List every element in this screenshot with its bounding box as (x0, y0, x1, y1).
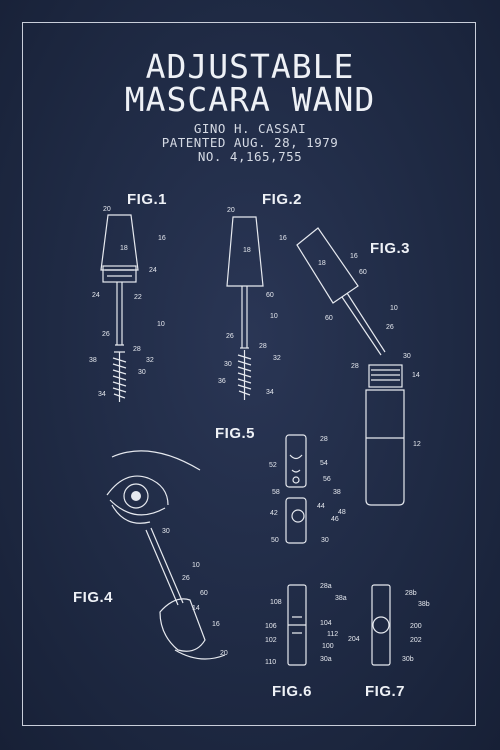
fig7-ref-202: 202 (410, 637, 422, 644)
fig5-ref-46: 46 (331, 516, 339, 523)
fig6-ref-110: 110 (265, 659, 276, 666)
fig2-ref-10: 10 (270, 313, 278, 320)
fig1-ref-16: 16 (158, 235, 166, 242)
fig4-ref-30: 30 (162, 528, 170, 535)
fig6-ref-100: 100 (322, 643, 334, 650)
fig5-label: FIG.5 (215, 425, 256, 442)
fig1-label: FIG.1 (127, 191, 168, 208)
fig7-ref-204: 204 (348, 636, 360, 643)
fig5-ref-56: 56 (323, 476, 331, 483)
fig1-ref-22: 22 (134, 294, 142, 301)
fig6-ref-102: 102 (265, 637, 277, 644)
fig7-label: FIG.7 (365, 683, 406, 700)
fig5-ref-38: 38 (333, 489, 341, 496)
fig2-ref-36: 36 (218, 378, 226, 385)
fig1-ref-26: 26 (102, 331, 110, 338)
fig2-ref-60: 60 (266, 292, 274, 299)
title-line-1: ADJUSTABLE (145, 47, 355, 86)
fig1-ref-20: 20 (103, 206, 111, 213)
fig7-ref-38b: 38b (418, 601, 430, 608)
fig5-ref-28: 28 (320, 436, 328, 443)
fig1-ref-38: 38 (89, 357, 97, 364)
fig2-ref-18: 18 (243, 247, 251, 254)
title-line-2: MASCARA WAND (124, 80, 376, 119)
fig6-ref-30a: 30a (320, 656, 332, 663)
fig6-ref-106: 106 (265, 623, 277, 630)
fig3-ref-18: 18 (318, 260, 326, 267)
fig1-ref-10: 10 (157, 321, 165, 328)
fig2-ref-26: 26 (226, 333, 234, 340)
fig7-ref-28b: 28b (405, 590, 417, 597)
fig7-ref-200: 200 (410, 623, 422, 630)
fig6-drawing: 28a 108 38a 106 104 112 102 100 30a 110 (265, 583, 347, 666)
inventor-name: GINO H. CASSAI (193, 121, 307, 136)
patent-date: PATENTED AUG. 28, 1979 (161, 135, 339, 150)
fig5-ref-54: 54 (320, 460, 328, 467)
fig4-ref-60: 60 (200, 590, 208, 597)
fig3-ref-30: 30 (403, 353, 411, 360)
fig4-drawing: 30 10 26 60 14 16 20 (106, 450, 228, 660)
fig2-ref-32: 32 (273, 355, 281, 362)
fig2-label: FIG.2 (262, 191, 303, 208)
fig2-ref-30: 30 (224, 361, 232, 368)
fig4-ref-20: 20 (220, 650, 228, 657)
fig6-ref-112: 112 (327, 631, 338, 638)
fig3-ref-26: 26 (386, 324, 394, 331)
patent-number: NO. 4,165,755 (197, 149, 303, 164)
fig1-ref-24b: 24 (149, 267, 157, 274)
fig3-ref-60b: 60 (325, 315, 333, 322)
fig5-drawing: 28 52 54 56 58 38 44 42 48 46 50 30 (269, 434, 346, 544)
fig6-ref-104: 104 (320, 620, 332, 627)
fig6-ref-108: 108 (270, 599, 282, 606)
fig3-ref-60: 60 (359, 269, 367, 276)
fig5-ref-52: 52 (269, 462, 277, 469)
fig2-ref-28: 28 (259, 343, 267, 350)
fig1-ref-18: 18 (120, 245, 128, 252)
fig1-ref-28: 28 (133, 346, 141, 353)
fig3-label: FIG.3 (370, 240, 411, 257)
fig3-drawing: 18 16 60 60 10 26 30 28 14 12 (296, 227, 421, 506)
fig1-ref-30: 30 (138, 369, 146, 376)
fig3-ref-12: 12 (413, 441, 421, 448)
fig2-ref-20: 20 (227, 207, 235, 214)
fig2-ref-34: 34 (266, 389, 274, 396)
fig2-ref-16: 16 (279, 235, 287, 242)
fig6-ref-38a: 38a (335, 595, 347, 602)
fig5-ref-50: 50 (271, 537, 279, 544)
fig5-ref-30: 30 (321, 537, 329, 544)
fig1-ref-32: 32 (146, 357, 154, 364)
fig3-ref-10: 10 (390, 305, 398, 312)
fig6-label: FIG.6 (272, 683, 313, 700)
fig3-ref-14: 14 (412, 372, 420, 379)
fig4-ref-14: 14 (192, 605, 200, 612)
fig5-ref-48: 48 (338, 509, 346, 516)
fig4-ref-26: 26 (182, 575, 190, 582)
fig4-label: FIG.4 (73, 589, 114, 606)
fig6-ref-28a: 28a (320, 583, 332, 590)
poster-border (22, 22, 476, 726)
fig1-ref-24: 24 (92, 292, 100, 299)
fig3-ref-28: 28 (351, 363, 359, 370)
fig4-ref-10: 10 (192, 562, 200, 569)
fig1-ref-34: 34 (98, 391, 106, 398)
fig5-ref-42: 42 (270, 510, 278, 517)
fig3-ref-16: 16 (350, 253, 358, 260)
fig4-ref-16: 16 (212, 621, 220, 628)
fig7-ref-30b: 30b (402, 656, 414, 663)
fig5-ref-58: 58 (272, 489, 280, 496)
fig7-drawing: 28b 38b 200 204 202 30b (348, 584, 430, 666)
fig1-drawing: 18 20 16 24 24 22 26 10 28 38 32 30 34 (89, 206, 166, 402)
fig2-drawing: 18 20 16 60 26 10 28 30 32 36 34 (218, 207, 287, 400)
fig5-ref-44: 44 (317, 503, 325, 510)
